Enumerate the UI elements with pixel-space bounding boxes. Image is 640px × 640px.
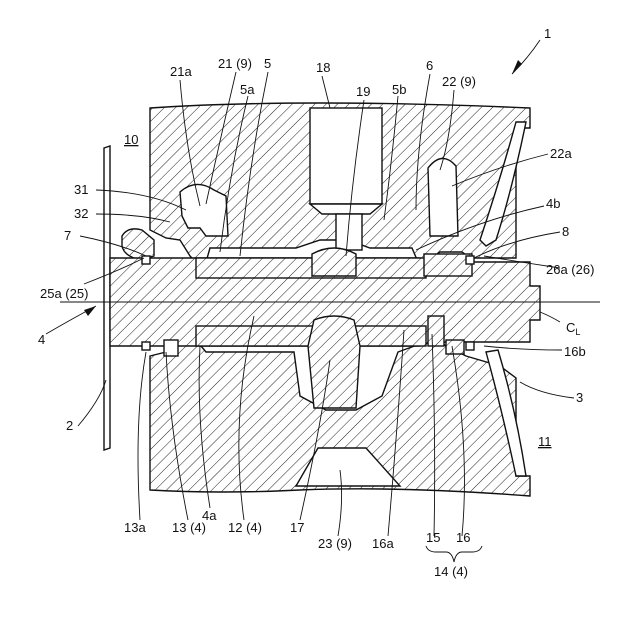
label-15: 15 <box>426 530 440 545</box>
label-11: 11 <box>538 434 552 449</box>
ring-16 <box>446 340 464 354</box>
label-21-9: 21 (9) <box>218 56 252 71</box>
label-1: 1 <box>544 26 551 41</box>
cover-2 <box>104 146 110 450</box>
label-12-4: 12 (4) <box>228 520 262 535</box>
cylinder-22-cavity <box>428 158 458 236</box>
bore-18-tip <box>310 204 382 214</box>
label-4b: 4b <box>546 196 560 211</box>
label-8: 8 <box>562 224 569 239</box>
label-13-4: 13 (4) <box>172 520 206 535</box>
label-18: 18 <box>316 60 330 75</box>
label-5b: 5b <box>392 82 406 97</box>
label-2: 2 <box>66 418 73 433</box>
seal-8 <box>466 256 474 264</box>
spool-12 <box>196 258 426 278</box>
bearing-26 <box>424 254 472 276</box>
label-16a: 16a <box>372 536 394 551</box>
label-14-4: 14 (4) <box>434 564 468 579</box>
label-10: 10 <box>124 132 138 147</box>
label-16: 16 <box>456 530 470 545</box>
label-3: 3 <box>576 390 583 405</box>
label-5: 5 <box>264 56 271 71</box>
label-21a: 21a <box>170 64 192 79</box>
label-17: 17 <box>290 520 304 535</box>
bore-18 <box>310 108 382 204</box>
ring-15 <box>428 316 444 346</box>
label-22a: 22a <box>550 146 572 161</box>
label-cl: CL <box>566 320 580 337</box>
label-25a-25: 25a (25) <box>40 286 88 301</box>
label-23-9: 23 (9) <box>318 536 352 551</box>
label-6: 6 <box>426 58 433 73</box>
label-16b: 16b <box>564 344 586 359</box>
label-31: 31 <box>74 182 88 197</box>
label-4: 4 <box>38 332 45 347</box>
seal-16b <box>466 342 474 350</box>
seal-13a <box>142 342 150 350</box>
label-22-9: 22 (9) <box>442 74 476 89</box>
label-13a: 13a <box>124 520 146 535</box>
seal-7 <box>142 256 150 264</box>
label-4a: 4a <box>202 508 217 523</box>
piston-17-head <box>312 248 356 276</box>
label-32: 32 <box>74 206 88 221</box>
label-19: 19 <box>356 84 370 99</box>
label-7: 7 <box>64 228 71 243</box>
label-26a-26: 26a (26) <box>546 262 594 277</box>
label-5a: 5a <box>240 82 255 97</box>
piston-17 <box>308 316 360 408</box>
